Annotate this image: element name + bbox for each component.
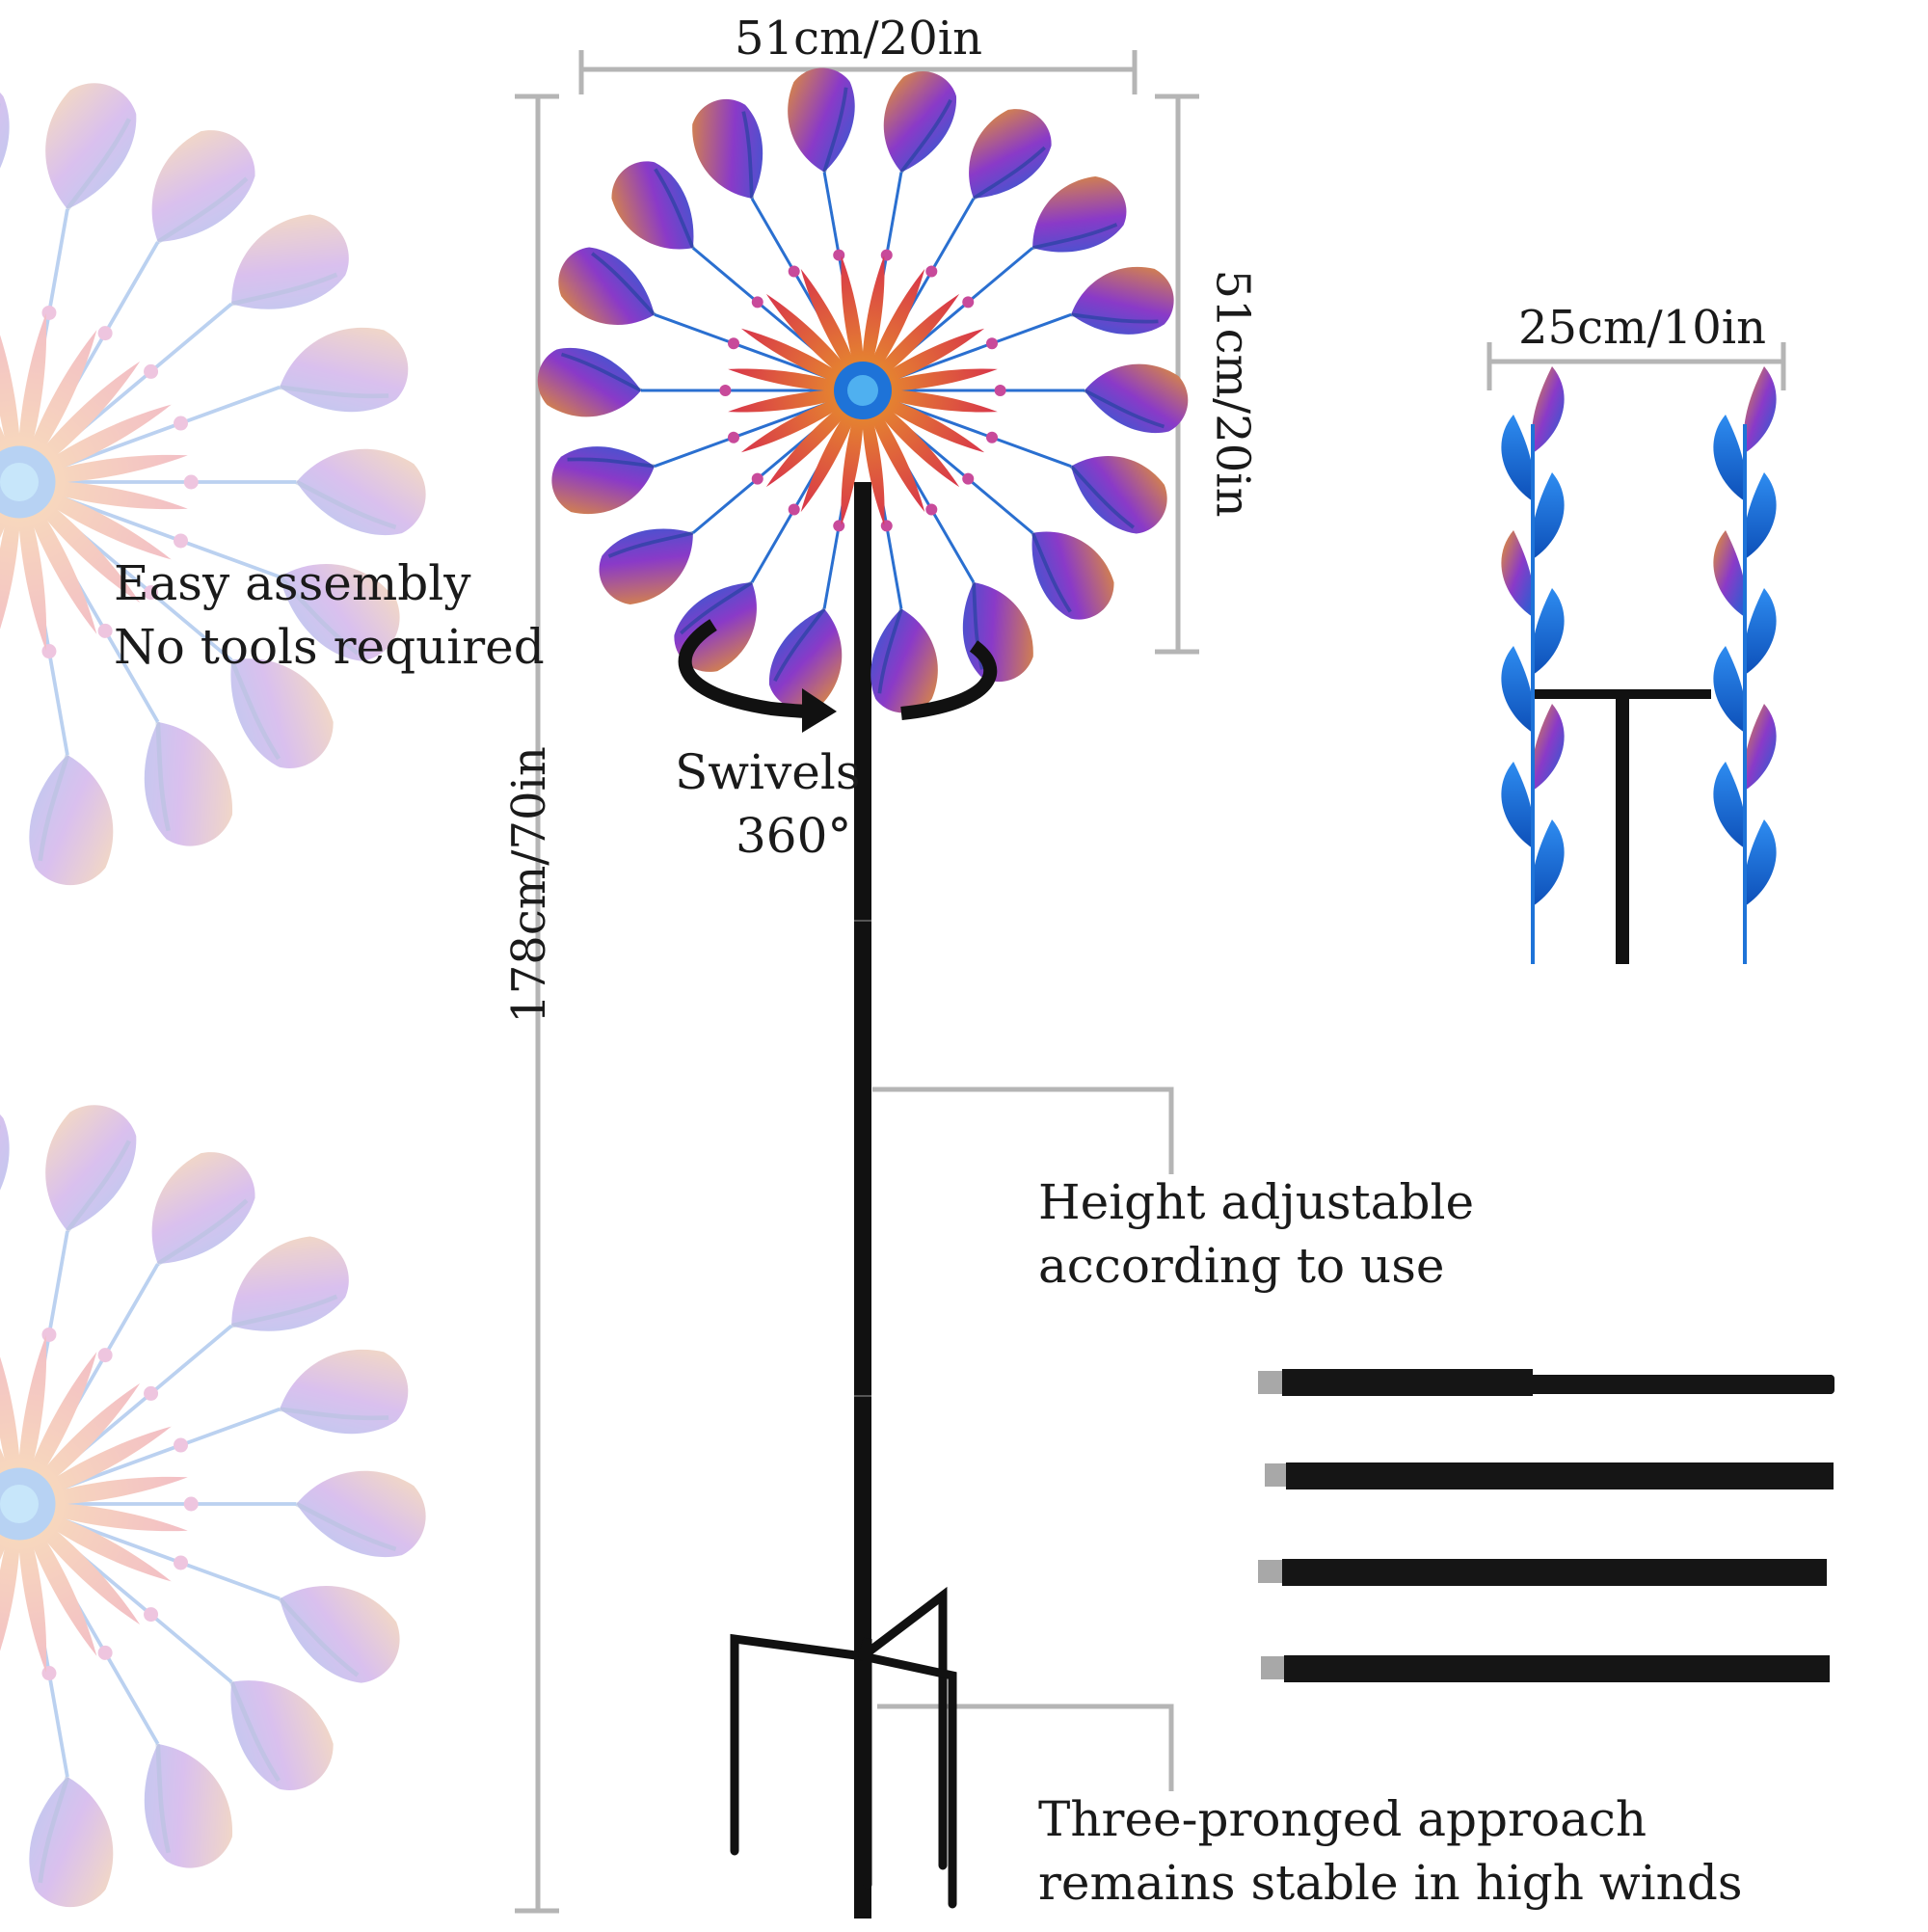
swivel-line1: Swivels [675, 744, 861, 800]
pinwheel-cup [15, 749, 122, 892]
pole-section [1258, 1369, 1834, 1396]
pole-sections [1258, 1369, 1834, 1682]
swivel-line2: 360° [736, 808, 852, 864]
pinwheel-cup [584, 498, 712, 622]
dimension-lines [515, 50, 1786, 1914]
pinwheel-cup [261, 1568, 413, 1693]
pinwheel-cup [675, 85, 791, 214]
pinwheel-cup [778, 61, 869, 179]
pinwheel-cup [535, 346, 643, 419]
pinwheel-cup [112, 706, 251, 861]
height-line2: according to use [1038, 1238, 1445, 1294]
total-height-label: 178cm/70in [501, 746, 556, 1024]
pinwheel-cup [210, 1218, 364, 1367]
pinwheel-cup [268, 1334, 419, 1460]
pinwheel-cup [1013, 159, 1141, 282]
stake-line2: remains stable in high winds [1038, 1855, 1743, 1911]
background-pinwheel-bottom [0, 1094, 426, 1914]
side-width-label: 25cm/10in [1518, 301, 1766, 355]
pole-section [1265, 1462, 1834, 1489]
pinwheel-cup [1003, 510, 1131, 634]
assembly-line1: Easy assembly [114, 555, 471, 611]
pinwheel-cup [857, 602, 948, 720]
pinwheel-cup [112, 1728, 251, 1883]
pole-section [1258, 1559, 1827, 1586]
pinwheel-cup [949, 94, 1064, 222]
pinwheel-cup [0, 72, 23, 215]
pinwheel-cup [297, 1471, 426, 1557]
pinwheel-cup [546, 237, 671, 341]
height-line1: Height adjustable [1038, 1174, 1475, 1230]
pinwheel-cup [297, 449, 426, 535]
head-height-label: 51cm/20in [1205, 269, 1260, 518]
pinwheel-cup [210, 196, 364, 345]
stake-prongs [730, 1586, 957, 1909]
main-pinwheel [535, 61, 1191, 720]
pinwheel-cup [268, 312, 419, 438]
pinwheel-cup [35, 76, 142, 219]
pinwheel-cup [1083, 362, 1191, 435]
pinwheel-cup [129, 114, 268, 269]
background-pinwheel-top [0, 72, 426, 892]
pinwheel-cup [873, 64, 963, 182]
pinwheel-cup [595, 147, 723, 271]
pinwheel-cup [129, 1136, 268, 1291]
assembly-line2: No tools required [114, 619, 545, 675]
top-width-label: 51cm/20in [735, 12, 982, 66]
pinwheel-cup [0, 1768, 4, 1911]
pinwheel-cup [198, 1657, 352, 1807]
pinwheel-cup [0, 1094, 23, 1237]
pinwheel-cup [15, 1771, 122, 1914]
pole-section [1261, 1655, 1830, 1682]
pinwheel-cup [541, 424, 666, 528]
side-view-pinwheel [1501, 366, 1777, 964]
pinwheel-cup [1059, 253, 1185, 357]
swivel-arrow-icon [678, 619, 998, 733]
pinwheel-cup [1055, 440, 1180, 544]
stake-pole [854, 482, 871, 1919]
pinwheel-cup [0, 746, 4, 889]
pinwheel-cup [35, 1098, 142, 1241]
stake-line1: Three-pronged approach [1038, 1791, 1647, 1847]
